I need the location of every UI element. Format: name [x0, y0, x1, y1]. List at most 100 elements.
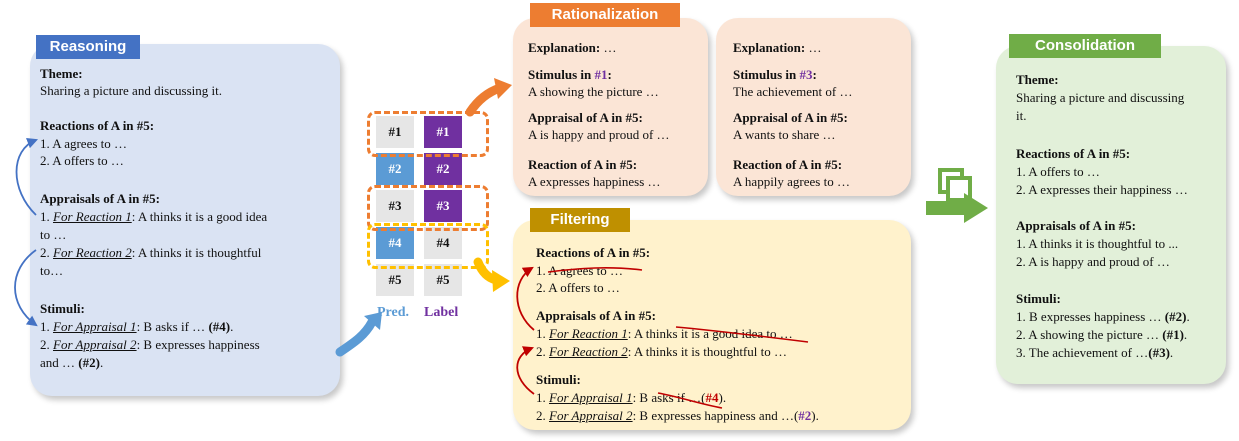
rational-left-appraisal-text: A is happy and proud of … — [528, 127, 670, 142]
reasoning-stimulus-2-ref: (#2) — [78, 355, 100, 370]
consolidation-stimulus-3: 3. The achievement of …(#3). — [1016, 345, 1173, 361]
filtering-reactions-label: Reactions of A in #5: — [536, 245, 651, 260]
consolidation-stimulus-1: 1. B expresses happiness … (#2). — [1016, 309, 1190, 325]
reasoning-appraisal-1-cont: to … — [40, 227, 67, 242]
rational-right-reaction-text: A happily agrees to … — [733, 174, 850, 189]
reasoning-appraisal-2-prefix: 2. — [40, 245, 53, 260]
selection-box-row-4 — [367, 223, 489, 269]
filtering-appraisal-1-prefix: 1. — [536, 326, 549, 341]
filtering-appraisal-2: 2. For Reaction 2: A thinks it is though… — [536, 344, 787, 360]
rational-right-explanation: Explanation: … — [733, 40, 822, 56]
filtering-stimulus-2: 2. For Appraisal 2: B expresses happines… — [536, 408, 819, 424]
reasoning-tag: Reasoning — [36, 35, 140, 59]
rational-right-explanation-value: … — [805, 40, 822, 55]
filtering-stimulus-2-prefix: 2. — [536, 408, 549, 423]
reasoning-appraisal-1-text: : A thinks it is a good idea — [131, 209, 268, 224]
filtering-stimulus-2-end: ). — [811, 408, 819, 423]
pred-column-label: Pred. — [377, 305, 410, 320]
filtering-appraisal-1-link: For Reaction 1 — [549, 326, 628, 341]
reasoning-appraisals-label: Appraisals of A in #5: — [40, 191, 160, 206]
selection-box-row-3 — [367, 185, 489, 231]
consolidation-theme-label: Theme: — [1016, 72, 1059, 87]
filtering-reaction-2: 2. A offers to … — [536, 280, 620, 295]
pred-cell-3: #3 — [376, 190, 414, 222]
consolidation-stimulus-1-end: . — [1186, 309, 1190, 324]
rational-right-stimulus-post: : — [812, 67, 817, 82]
rationalization-panel-right — [716, 18, 911, 196]
filtering-stimuli-label: Stimuli: — [536, 372, 581, 387]
strike-stimulus-1 — [657, 392, 723, 409]
rational-left-explanation-value: … — [600, 40, 617, 55]
rational-left-stimulus-label: Stimulus in #1: — [528, 67, 612, 83]
filtering-link-arrow-2 — [516, 346, 535, 395]
reasoning-appraisal-2: 2. For Reaction 2: A thinks it is though… — [40, 245, 261, 261]
selection-box-row-1 — [367, 111, 489, 157]
reasoning-stimulus-2-text: : B expresses happiness — [136, 337, 260, 352]
rational-left-explanation: Explanation: … — [528, 40, 617, 56]
filtering-appraisal-1: 1. For Reaction 1: A thinks it is a good… — [536, 326, 793, 342]
rational-left-stimulus-post: : — [607, 67, 612, 82]
filtering-arrow-icon — [473, 257, 510, 292]
label-cell-1: #1 — [424, 116, 462, 148]
reasoning-stimulus-1-link: For Appraisal 1 — [53, 319, 137, 334]
filtering-appraisal-2-text: : A thinks it is thoughtful to … — [627, 344, 787, 359]
rationalization-tag: Rationalization — [530, 3, 680, 27]
rational-left-appraisal-label: Appraisal of A in #5: — [528, 110, 643, 125]
consolidation-stimulus-2-text: 2. A showing the picture … — [1016, 327, 1163, 342]
pred-cell-1: #1 — [376, 116, 414, 148]
consolidation-stimulus-2-ref: (#1) — [1162, 327, 1184, 342]
curved-arrow-icon — [335, 312, 382, 357]
rational-right-reaction-label: Reaction of A in #5: — [733, 157, 843, 172]
rational-left-stimulus-ref: #1 — [594, 67, 608, 82]
reasoning-stimuli-label: Stimuli: — [40, 301, 85, 316]
label-column-label: Label — [424, 305, 459, 320]
reasoning-stimulus-2-link: For Appraisal 2 — [53, 337, 137, 352]
reasoning-stimulus-1-ref: (#4) — [208, 319, 231, 334]
consolidation-appraisals-label: Appraisals of A in #5: — [1016, 218, 1136, 233]
rational-right-stimulus-pre: Stimulus in — [733, 67, 800, 82]
pred-cell-2: #2 — [376, 153, 414, 185]
filtering-appraisal-2-prefix: 2. — [536, 344, 549, 359]
consolidation-stimuli-label: Stimuli: — [1016, 291, 1061, 306]
reasoning-stimulus-1-end: . — [230, 319, 234, 334]
filtering-stimulus-1-end: ). — [718, 390, 727, 405]
reasoning-theme-text: Sharing a picture and discussing it. — [40, 83, 222, 98]
reasoning-stimulus-2: 2. For Appraisal 2: B expresses happines… — [40, 337, 260, 353]
rational-right-appraisal-text: A wants to share … — [733, 127, 836, 142]
pred-cell-5: #5 — [376, 264, 414, 296]
reasoning-appraisal-1-prefix: 1. — [40, 209, 53, 224]
reasoning-stimulus-2-cont-text: and … — [40, 355, 79, 370]
reasoning-appraisal-2-cont: to… — [40, 263, 64, 278]
rational-left-stimulus-text: A showing the picture … — [528, 84, 659, 99]
consolidation-tag: Consolidation — [1009, 34, 1161, 58]
reasoning-stimulus-1: 1. For Appraisal 1: B asks if … (#4). — [40, 319, 233, 335]
consolidation-stimulus-1-text: 1. B expresses happiness … — [1016, 309, 1165, 324]
filtering-stimulus-1-prefix: 1. — [536, 390, 549, 405]
strike-appraisal-1 — [675, 326, 809, 343]
rational-left-explanation-label: Explanation: — [528, 40, 601, 55]
consolidation-stimulus-3-end: . — [1169, 345, 1174, 360]
consolidation-appraisal-1: 1. A thinks it is thoughtful to ... — [1016, 236, 1179, 251]
filtering-stimulus-1-link: For Appraisal 1 — [549, 390, 633, 405]
rational-right-explanation-label: Explanation: — [733, 40, 806, 55]
filtering-link-arrow-1 — [516, 266, 535, 331]
filtering-reaction-1: 1. A agrees to … — [536, 263, 624, 278]
reasoning-appraisal-1-link: For Reaction 1 — [53, 209, 132, 224]
consolidation-reaction-2: 2. A expresses their happiness … — [1016, 182, 1188, 197]
rationalization-panel-left — [513, 18, 708, 196]
filtering-appraisals-label: Appraisals of A in #5: — [536, 308, 656, 323]
reasoning-appraisal-1: 1. For Reaction 1: A thinks it is a good… — [40, 209, 267, 225]
consolidation-reactions-label: Reactions of A in #5: — [1016, 146, 1131, 161]
filtering-stimulus-1: 1. For Appraisal 1: B asks if …(#4). — [536, 390, 726, 406]
arrow-right-icon — [926, 193, 988, 223]
reasoning-reaction-2: 2. A offers to … — [40, 153, 124, 168]
consolidation-theme-line-2: it. — [1016, 108, 1027, 123]
reasoning-stimulus-2-end: . — [99, 355, 104, 370]
consolidation-stimulus-3-text: 3. The achievement of … — [1016, 345, 1149, 360]
rational-left-reaction-label: Reaction of A in #5: — [528, 157, 638, 172]
filtering-panel — [513, 220, 911, 430]
strike-reaction-1 — [547, 267, 643, 273]
consolidation-stimulus-2-end: . — [1183, 327, 1188, 342]
label-cell-4: #4 — [424, 227, 462, 259]
